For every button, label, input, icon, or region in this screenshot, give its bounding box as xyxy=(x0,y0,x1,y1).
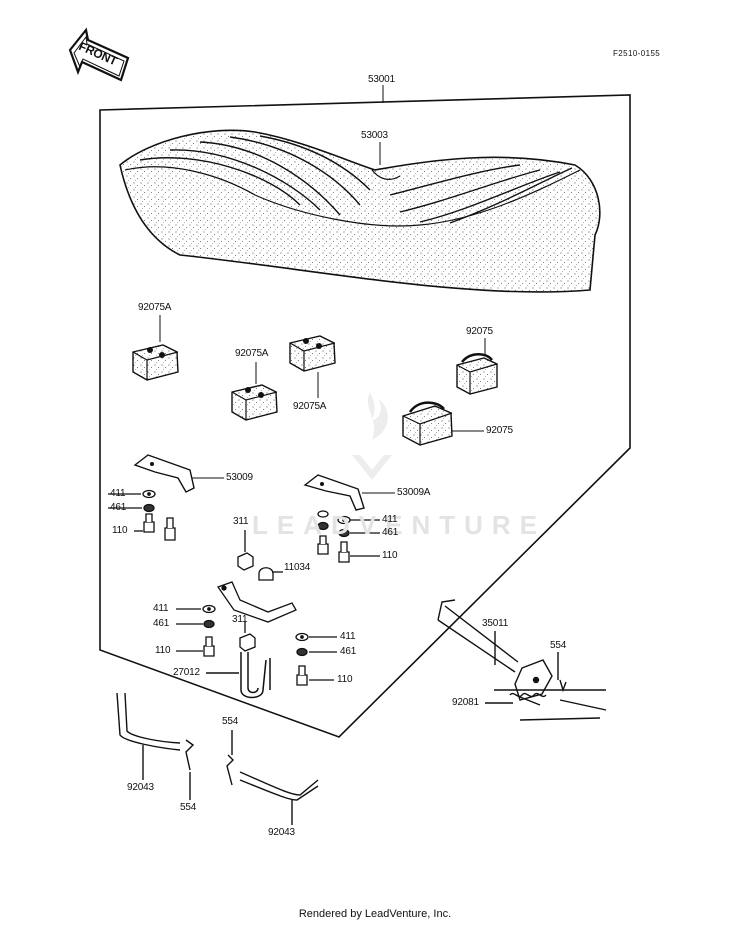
callout-110-left[interactable]: 110 xyxy=(112,525,128,536)
callout-461-right[interactable]: 461 xyxy=(382,527,399,538)
seat-assembly xyxy=(119,129,601,293)
assembly-boundary xyxy=(99,94,631,738)
callout-11034[interactable]: 11034 xyxy=(284,562,311,573)
hardware-right xyxy=(317,510,380,563)
rods-and-pins xyxy=(116,692,319,825)
damper-left-front xyxy=(132,344,179,381)
callout-554-hinge[interactable]: 554 xyxy=(550,640,567,651)
callout-461-bottom-right[interactable]: 461 xyxy=(340,646,357,657)
callout-92081[interactable]: 92081 xyxy=(452,697,479,708)
center-hardware xyxy=(216,530,297,652)
watermark-logo-icon xyxy=(352,392,392,480)
callout-411-bottom-right[interactable]: 411 xyxy=(340,631,356,642)
callout-411-left[interactable]: 411 xyxy=(110,488,126,499)
hardware-bottom-left xyxy=(176,604,216,657)
hinge-assembly xyxy=(437,599,607,721)
callout-554-left[interactable]: 554 xyxy=(180,802,197,813)
callout-461-left[interactable]: 461 xyxy=(110,502,127,513)
damper-right-upper xyxy=(456,353,498,395)
front-arrow-icon xyxy=(68,27,130,82)
damper-right-lower xyxy=(402,401,453,446)
callout-53001[interactable]: 53001 xyxy=(368,74,395,85)
callout-411-right[interactable]: 411 xyxy=(382,514,398,525)
callout-92043-left[interactable]: 92043 xyxy=(127,782,154,793)
callout-110-bottom-left[interactable]: 110 xyxy=(155,645,171,656)
callout-92075a-mid-upper[interactable]: 92075A xyxy=(235,348,269,359)
footer-credit: Rendered by LeadVenture, Inc. xyxy=(298,908,452,920)
callout-411-bottom-left[interactable]: 411 xyxy=(153,603,169,614)
callout-92075-upper[interactable]: 92075 xyxy=(466,326,493,337)
watermark-text: LEADVENTURE xyxy=(252,510,547,540)
callout-461-bottom-left[interactable]: 461 xyxy=(153,618,170,629)
damper-mid-upper xyxy=(289,335,336,372)
callout-110-bottom-right[interactable]: 110 xyxy=(337,674,353,685)
callout-110-right[interactable]: 110 xyxy=(382,550,398,561)
callout-53003[interactable]: 53003 xyxy=(361,130,388,141)
callout-92043-right[interactable]: 92043 xyxy=(268,827,295,838)
callout-311-bottom[interactable]: 311 xyxy=(232,614,248,625)
callout-53009[interactable]: 53009 xyxy=(226,472,253,483)
bracket-left xyxy=(133,454,195,493)
figure-number: F2510-0155 xyxy=(613,49,661,58)
damper-mid-lower xyxy=(231,384,278,421)
hardware-left xyxy=(108,489,176,541)
callout-35011[interactable]: 35011 xyxy=(482,618,509,629)
callout-92075a-mid-lower[interactable]: 92075A xyxy=(293,401,327,412)
u-bolt xyxy=(206,652,271,699)
callout-92075-lower[interactable]: 92075 xyxy=(486,425,513,436)
callout-53009a[interactable]: 53009A xyxy=(397,487,431,498)
callout-27012[interactable]: 27012 xyxy=(173,667,200,678)
callout-554-mid[interactable]: 554 xyxy=(222,716,239,727)
bracket-right xyxy=(303,474,365,511)
callout-311-top[interactable]: 311 xyxy=(233,516,249,527)
callout-92075a-left[interactable]: 92075A xyxy=(138,302,172,313)
hardware-bottom-right xyxy=(295,632,337,686)
